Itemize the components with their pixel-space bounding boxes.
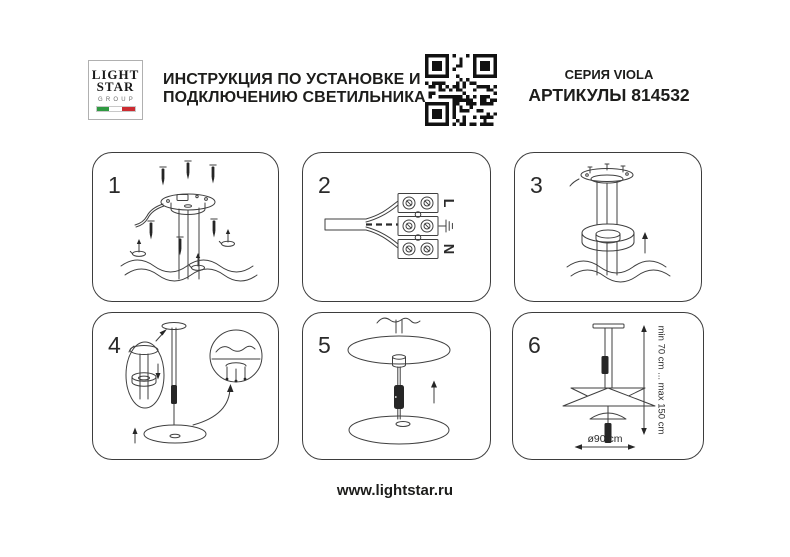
rotation-arrow-icon <box>129 238 146 257</box>
logo-word-light: LIGHT <box>91 66 140 82</box>
down-arrow-icon <box>155 363 161 380</box>
article-number: АРТИКУЛЫ 814532 <box>528 85 690 105</box>
canopy-ring-drawing <box>566 163 671 283</box>
diameter-dimension-label: ø90 cm <box>587 433 623 445</box>
page-title-line1: ИНСТРУКЦИЯ ПО УСТАНОВКЕ И <box>163 71 421 88</box>
terminal-block <box>397 193 439 259</box>
dimensions-drawing <box>562 323 656 450</box>
up-arrow-icon <box>132 427 138 444</box>
screw-icon <box>176 236 184 256</box>
logo-word-group: GROUP <box>97 96 136 103</box>
screw-icon <box>147 220 155 240</box>
terminal-label-live: L <box>440 199 456 208</box>
step-panel-2: 2 L <box>302 152 491 302</box>
diameter-dimension-arrow <box>574 444 636 450</box>
step-number: 2 <box>318 172 331 198</box>
step-panel-6: 6 min <box>512 312 704 460</box>
rotation-arrow-icon <box>188 252 205 271</box>
italian-flag-icon <box>95 105 136 112</box>
up-arrow-icon <box>642 232 648 254</box>
page-title-line2: ПОДКЛЮЧЕНИЮ СВЕТИЛЬНИКА <box>163 88 426 106</box>
series-label: СЕРИЯ VIOLA <box>564 67 654 82</box>
earth-ground-icon <box>438 219 453 233</box>
qr-code <box>425 54 497 126</box>
wiring-terminal-drawing: L N <box>324 193 456 259</box>
website-url: www.lightstar.ru <box>336 482 454 499</box>
screw-icon <box>209 164 217 184</box>
step-number: 6 <box>528 332 541 358</box>
screw-icon <box>210 218 218 238</box>
rotation-arrow-icon <box>218 228 235 247</box>
height-dimension-label: min 70 cm ... max 150 cm <box>655 325 667 435</box>
decor-assembly-drawing <box>125 322 263 444</box>
decor-ring <box>581 223 635 252</box>
height-dimension-arrow <box>641 325 647 435</box>
step-panel-1: 1 <box>92 152 279 302</box>
logo-word-star: STAR <box>96 79 135 94</box>
step-panel-3: 3 <box>514 152 702 302</box>
canopy-detail-callout <box>125 341 165 409</box>
up-arrow-icon <box>431 380 437 404</box>
screw-icon <box>184 160 192 180</box>
lightstar-logo: LIGHT STAR GROUP <box>88 60 143 120</box>
terminal-label-neutral: N <box>440 244 456 254</box>
bracket-detail-callout <box>209 329 263 383</box>
diffuser-assembly-drawing <box>347 317 451 445</box>
step-panel-4: 4 <box>92 312 279 460</box>
series-block: СЕРИЯ VIOLA АРТИКУЛЫ 814532 <box>520 67 698 106</box>
page-title: ИНСТРУКЦИЯ ПО УСТАНОВКЕ И ПОДКЛЮЧЕНИЮ СВ… <box>163 71 433 106</box>
ceiling-mounting-drawing <box>120 160 258 282</box>
step-panel-5: 5 <box>302 312 491 460</box>
screw-icon <box>159 166 167 186</box>
step-number: 1 <box>108 172 121 198</box>
step-number: 4 <box>108 332 121 358</box>
step-number: 5 <box>318 332 331 358</box>
step-number: 3 <box>530 172 543 198</box>
